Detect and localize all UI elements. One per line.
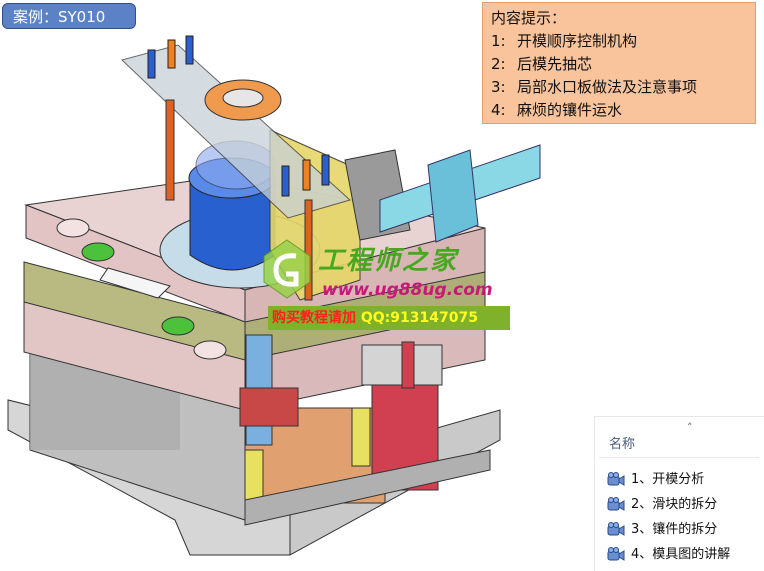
file-list-panel: ˄ 名称 1、开模分析 2、滑块的拆分 3、镶件的拆分 4、模具图的讲解 xyxy=(594,416,764,571)
tips-item: 2: 后模先抽芯 xyxy=(491,53,747,76)
orange-pin xyxy=(302,159,311,191)
tips-item: 3: 局部水口板做法及注意事项 xyxy=(491,76,747,99)
pocket-hole xyxy=(193,340,227,360)
watermark-url: www.ug88ug.com xyxy=(322,280,493,300)
tips-title: 内容提示： xyxy=(491,9,567,27)
file-item-label: 3、镶件的拆分 xyxy=(631,522,718,537)
blue-pin xyxy=(281,165,290,197)
column-header-name[interactable]: 名称 xyxy=(609,437,636,452)
video-file-icon xyxy=(607,521,625,536)
watermark-logo: 工程师之家 www.ug88ug.com 88 购买教程请加 QQ:913147… xyxy=(262,236,512,336)
tips-item-text: 后模先抽芯 xyxy=(517,55,593,73)
tips-item: 1: 开模顺序控制机构 xyxy=(491,30,747,53)
red-lock-block xyxy=(239,387,299,427)
content-tips-box: 内容提示： 1:开模顺序控制机构 2:后模先抽芯 3:局部水口板做法及注意事项 … xyxy=(482,2,756,124)
watermark-purchase-bar: 购买教程请加 QQ:913147075 xyxy=(268,306,510,330)
orange-pin xyxy=(167,39,176,69)
sort-arrow-up-icon[interactable]: ˄ xyxy=(687,421,693,434)
video-file-icon xyxy=(607,496,625,511)
push-rod xyxy=(165,99,175,201)
tips-item-text: 开模顺序控制机构 xyxy=(517,32,638,50)
logo-emblem-icon xyxy=(263,239,311,299)
file-item[interactable]: 2、滑块的拆分 xyxy=(607,494,717,516)
video-file-icon xyxy=(607,471,625,486)
green-pocket xyxy=(81,242,115,262)
watermark-brand: 工程师之家 xyxy=(318,246,459,276)
tips-item-number: 3: xyxy=(491,78,506,96)
blue-pin xyxy=(321,154,330,186)
green-pocket xyxy=(161,316,195,336)
pocket-hole xyxy=(56,218,90,238)
file-item[interactable]: 4、模具图的讲解 xyxy=(607,544,730,566)
file-item[interactable]: 3、镶件的拆分 xyxy=(607,519,717,541)
file-item-label: 1、开模分析 xyxy=(631,472,705,487)
watermark-qq: QQ:913147075 xyxy=(360,310,478,326)
locating-ring-hole xyxy=(222,88,264,108)
tips-item-text: 麻烦的镶件运水 xyxy=(517,101,623,119)
cylinder-block xyxy=(427,149,479,243)
clamp-plate xyxy=(121,44,352,219)
header-divider xyxy=(599,457,759,458)
file-item-label: 2、滑块的拆分 xyxy=(631,497,718,512)
tips-item-text: 局部水口板做法及注意事项 xyxy=(517,78,698,96)
tips-item-number: 1: xyxy=(491,32,506,50)
blue-pin xyxy=(147,49,156,79)
file-item[interactable]: 1、开模分析 xyxy=(607,469,704,491)
watermark-purchase-text: 购买教程请加 xyxy=(272,310,356,326)
blue-pin xyxy=(185,35,194,65)
slot-cutout xyxy=(99,267,171,299)
tips-item-number: 2: xyxy=(491,55,506,73)
video-file-icon xyxy=(607,546,625,561)
red-cylinder-rod xyxy=(401,341,415,389)
case-label: 案例：SY010 xyxy=(2,3,136,29)
tips-item: 4: 麻烦的镶件运水 xyxy=(491,99,747,122)
tips-item-number: 4: xyxy=(491,101,506,119)
file-item-label: 4、模具图的讲解 xyxy=(631,547,731,562)
ejector-housing xyxy=(244,449,491,526)
push-rod xyxy=(304,199,313,301)
yellow-support-pillar xyxy=(351,407,371,467)
